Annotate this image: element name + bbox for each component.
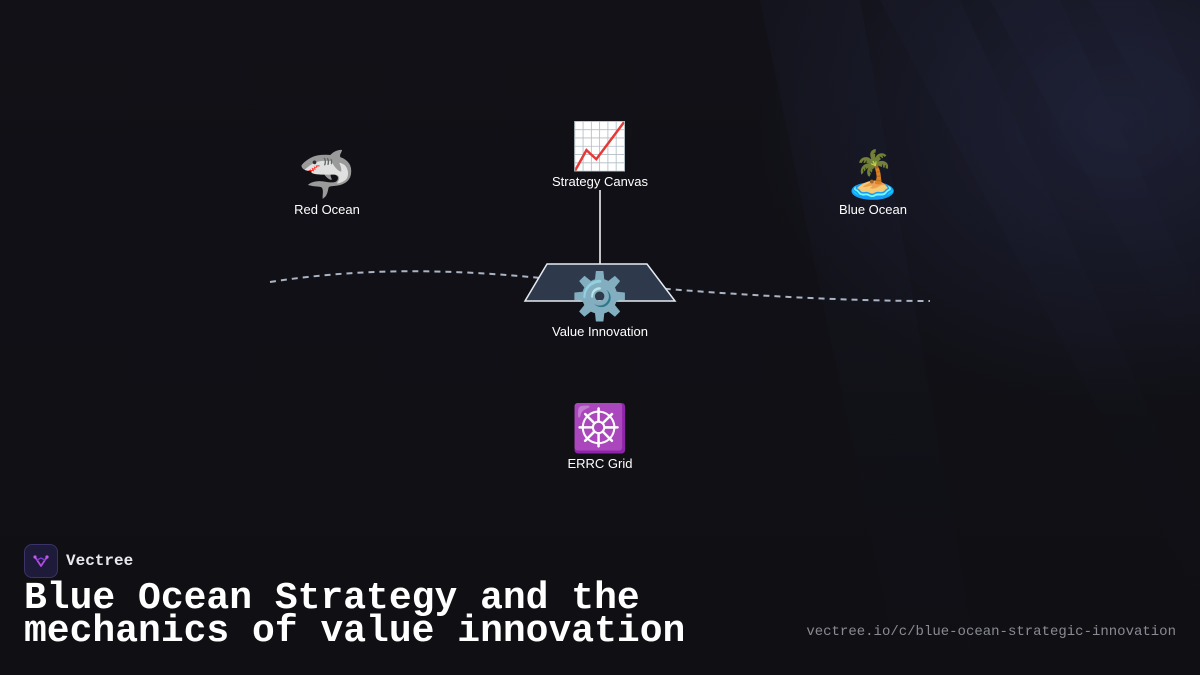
value-innovation-platform: [523, 263, 677, 302]
desert-island-icon: 🏝️: [844, 148, 902, 200]
node-errc-grid: ☸️ ERRC Grid: [520, 400, 680, 472]
node-strategy-canvas: 📈 Strategy Canvas: [520, 118, 680, 190]
node-label-errc-grid: ERRC Grid: [567, 456, 633, 471]
vectree-logo-icon: [24, 544, 58, 578]
brand-name: Vectree: [66, 552, 134, 570]
node-label-blue-ocean: Blue Ocean: [839, 202, 907, 217]
gear-icon: ⚙️: [571, 270, 629, 322]
node-label-value-innovation: Value Innovation: [552, 324, 648, 339]
node-label-red-ocean: Red Ocean: [294, 202, 360, 217]
node-red-ocean: 🦈 Red Ocean: [247, 146, 407, 218]
brand: Vectree: [24, 544, 133, 578]
node-label-strategy-canvas: Strategy Canvas: [551, 174, 649, 189]
chart-increasing-icon: 📈: [571, 120, 629, 172]
page-title: Blue Ocean Strategy and the mechanics of…: [24, 577, 686, 653]
wheel-of-dharma-icon: ☸️: [571, 402, 629, 454]
node-value-innovation: ⚙️ Value Innovation: [520, 268, 680, 340]
shark-icon: 🦈: [298, 148, 356, 200]
source-url: vectree.io/c/blue-ocean-strategic-innova…: [806, 624, 1176, 640]
node-blue-ocean: 🏝️ Blue Ocean: [793, 146, 953, 218]
